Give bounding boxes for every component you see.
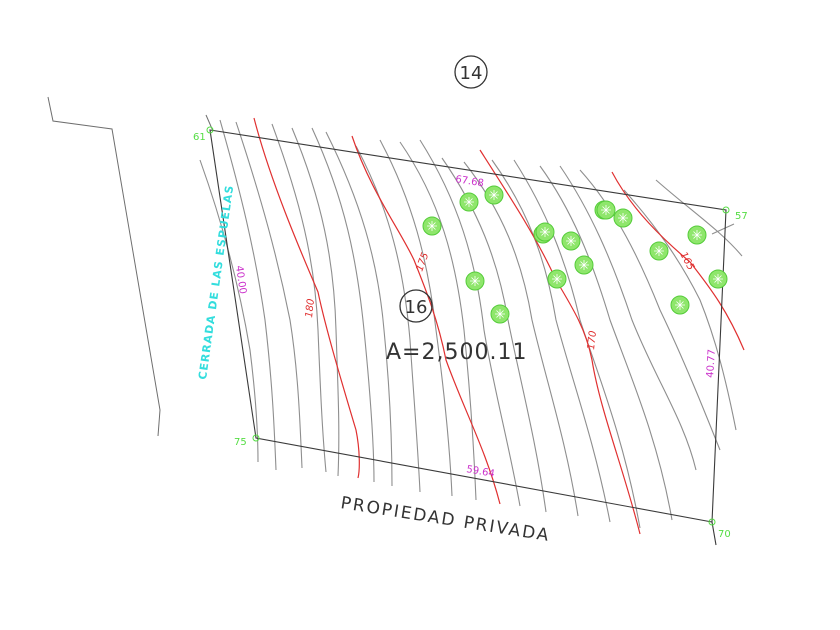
current-lot-number-text: 16 [405,297,428,318]
contour-lines [199,119,743,529]
tree-icon [574,255,594,275]
contour-label-170: 170 [586,330,599,350]
vertex-61-marker [206,126,214,134]
tree-icon [484,185,504,205]
dimension-north: 67.68 [455,174,485,189]
tree-icon [561,231,581,251]
dimension-east: 40.77 [705,349,718,378]
street-edge-line [205,114,214,132]
vertex-57-label: 57 [735,211,748,222]
vertex-61-label: 61 [193,132,206,143]
dimension-west: 40.00 [233,265,248,295]
adjacent-lot-number: 14 [454,55,488,89]
vertex-57-marker [722,206,730,214]
street-edge-line [47,96,161,437]
tree-symbols [422,185,728,324]
tree-icon [596,200,616,220]
vertex-70-marker [708,518,716,526]
adjacent-property-label: PROPIEDAD PRIVADA [339,493,552,546]
tree-icon [687,225,707,245]
tree-icon [613,208,633,228]
contour-label-175: 175 [414,251,431,273]
tree-icon [459,192,479,212]
tree-icon [670,295,690,315]
lot-boundary [209,129,727,523]
tree-icon [490,304,510,324]
adjacent-lot-number-text: 14 [460,63,483,84]
current-lot-number: 16 [399,289,433,323]
tree-icon [708,269,728,289]
tree-icon [535,222,555,242]
vertex-markers [206,126,730,526]
major-contour-lines [253,117,745,535]
street-name-label: CERRADA DE LAS ESPUELAS [196,184,236,381]
tree-icon [422,216,442,236]
tree-icon [649,241,669,261]
tree-icon [547,269,567,289]
vertex-70-label: 70 [718,529,731,540]
boundary-east-extension [711,521,717,546]
contour-label-180: 180 [304,298,317,318]
contour-label-165: 165 [677,250,696,272]
dimension-south: 59.64 [465,464,495,480]
tree-icon [465,271,485,291]
vertex-75-marker [252,434,260,442]
area-label: A=2,500.11 [386,340,527,365]
vertex-75-label: 75 [234,437,247,448]
